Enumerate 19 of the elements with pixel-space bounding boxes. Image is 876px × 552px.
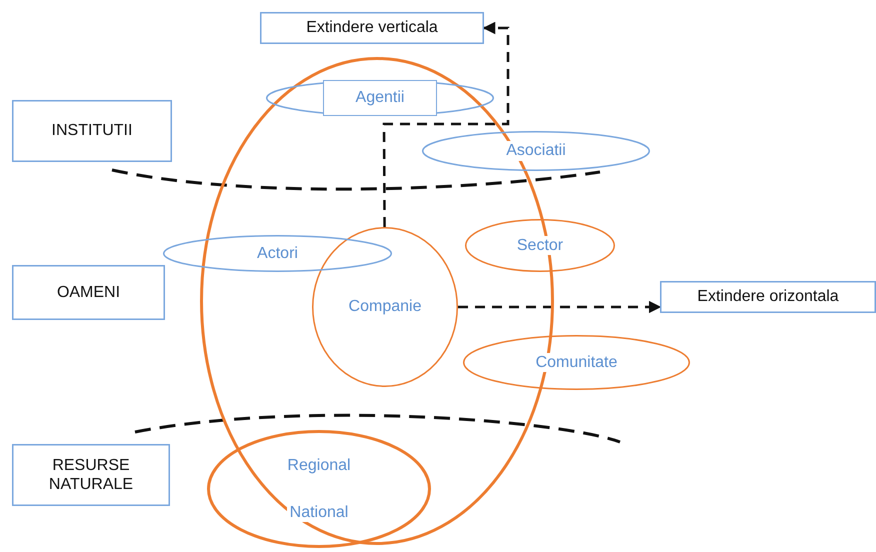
- label-box: [12, 265, 165, 320]
- oval-shape: [463, 335, 690, 390]
- dashed-arrow: [458, 300, 662, 314]
- node-label: RESURSE NATURALE: [48, 456, 134, 494]
- oval-shape: [207, 430, 431, 548]
- oval-shape: [312, 227, 458, 387]
- label-box: [12, 444, 170, 506]
- dashed-arrow: [382, 22, 510, 227]
- label-box: [660, 281, 876, 313]
- label-box: [12, 100, 172, 162]
- label-box: [260, 12, 484, 44]
- node-label: Extindere orizontala: [697, 287, 839, 307]
- node-label: INSTITUTII: [52, 121, 132, 141]
- oval-shape: [465, 219, 615, 272]
- oval-shape: [422, 131, 650, 171]
- oval-shape: [163, 235, 392, 272]
- node-label: OAMENI: [56, 282, 120, 302]
- label-box: Agentii: [322, 80, 438, 116]
- node-label: Extindere verticala: [306, 18, 438, 38]
